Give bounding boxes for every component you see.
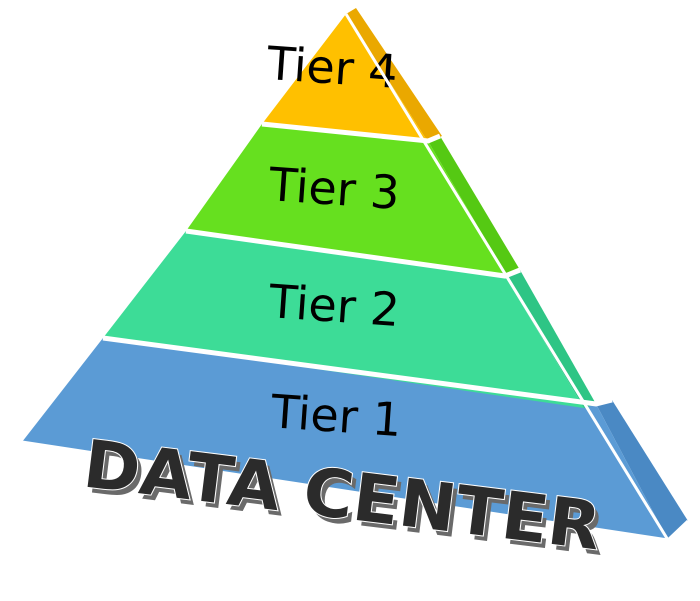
tier-1-label: Tier 1 <box>268 384 403 447</box>
edge-front-right <box>344 13 670 541</box>
tier-3-label: Tier 3 <box>266 157 401 220</box>
tier-3-layer: Tier 3 <box>186 124 520 275</box>
tier-3-side <box>428 136 520 275</box>
tier-2-layer: Tier 2 <box>103 231 596 408</box>
tier-2-label: Tier 2 <box>266 274 401 337</box>
tier-2-front <box>103 231 584 408</box>
tier-dividers <box>21 13 690 542</box>
tier-4-layer: Tier 4 <box>262 8 442 142</box>
tier-1-layer: Tier 1 <box>22 338 688 540</box>
divider-3-4 <box>261 121 441 144</box>
tier-2-side <box>505 270 596 408</box>
tier-1-front <box>22 338 668 540</box>
tier-3-front <box>186 124 506 275</box>
tier-1-side <box>596 400 688 540</box>
divider-1-2 <box>102 335 613 407</box>
tier-4-front <box>262 14 428 142</box>
tier-4-side <box>346 8 442 142</box>
